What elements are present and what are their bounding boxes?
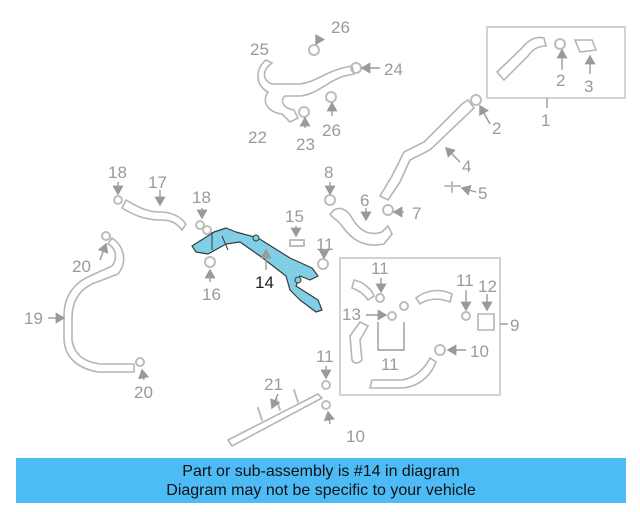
coolant-pipe-4 xyxy=(378,94,482,202)
valve-12-icon xyxy=(477,313,495,331)
callout-18[interactable]: 18 xyxy=(108,163,127,182)
clamp-icon xyxy=(195,220,205,230)
banner-line-part-number: Part or sub-assembly is #14 in diagram xyxy=(182,462,460,480)
clamp-icon xyxy=(325,91,337,103)
callout-24[interactable]: 24 xyxy=(384,60,403,79)
callout-18[interactable]: 18 xyxy=(192,188,211,207)
part-14-coolant-pipe-highlighted[interactable] xyxy=(191,227,323,313)
callout-20[interactable]: 20 xyxy=(134,383,153,402)
callout-4[interactable]: 4 xyxy=(462,157,471,176)
exploded-parts-diagram: 26 25 24 22 23 26 2 3 1 2 4 5 6 7 8 18 1… xyxy=(24,18,626,448)
clamp-icon xyxy=(324,194,336,206)
callout-15[interactable]: 15 xyxy=(285,207,304,226)
hose-6 xyxy=(324,194,394,246)
callout-8[interactable]: 8 xyxy=(324,163,333,182)
clamp-icon xyxy=(434,344,446,356)
clamp-icon xyxy=(135,357,145,367)
rail-21 xyxy=(226,380,331,448)
callout-2[interactable]: 2 xyxy=(556,71,565,90)
leader-lines xyxy=(48,33,596,425)
callout-17[interactable]: 17 xyxy=(148,173,167,192)
clamp-icon xyxy=(387,311,397,321)
clamp-icon xyxy=(113,195,123,205)
clamp-icon xyxy=(461,311,471,321)
clamp-icon xyxy=(317,258,329,270)
callout-21[interactable]: 21 xyxy=(264,375,283,394)
callout-22[interactable]: 22 xyxy=(248,128,267,147)
clamp-icon xyxy=(554,38,566,50)
hose-17 xyxy=(113,195,205,232)
clamp-icon xyxy=(382,204,394,216)
callout-labels: 26 25 24 22 23 26 2 3 1 2 4 5 6 7 8 18 1… xyxy=(24,18,593,446)
callout-10[interactable]: 10 xyxy=(470,342,489,361)
callout-11[interactable]: 11 xyxy=(456,271,474,290)
inset-9-hoses xyxy=(349,279,495,389)
callout-26[interactable]: 26 xyxy=(322,121,341,140)
bolt-15-icon xyxy=(289,239,305,247)
callout-10[interactable]: 10 xyxy=(346,427,365,446)
callout-19[interactable]: 19 xyxy=(24,309,43,328)
callout-3[interactable]: 3 xyxy=(584,77,593,96)
callout-2[interactable]: 2 xyxy=(492,119,501,138)
clamp-icon xyxy=(308,44,320,56)
callout-1[interactable]: 1 xyxy=(541,111,550,130)
inset-box-1 xyxy=(486,26,626,99)
inset-1-hose xyxy=(495,36,598,82)
callout-11[interactable]: 11 xyxy=(371,259,389,278)
inset-box-9 xyxy=(339,257,501,396)
upper-hose-assembly xyxy=(257,44,362,123)
clamp-icon xyxy=(321,380,331,390)
clamp-icon xyxy=(375,293,385,303)
callout-16[interactable]: 16 xyxy=(202,285,221,304)
callout-23[interactable]: 23 xyxy=(296,135,315,154)
callout-11[interactable]: 11 xyxy=(316,347,334,366)
callout-20[interactable]: 20 xyxy=(72,257,91,276)
callout-11[interactable]: 11 xyxy=(381,355,399,374)
clamp-icon xyxy=(470,94,482,106)
connector-icon xyxy=(573,39,598,53)
callout-13[interactable]: 13 xyxy=(342,305,361,324)
callout-9[interactable]: 9 xyxy=(510,316,519,335)
info-banner: Part or sub-assembly is #14 in diagram D… xyxy=(16,458,626,503)
hose-19 xyxy=(63,231,145,373)
clamp-icon xyxy=(101,231,111,241)
bolt-icon xyxy=(444,181,461,193)
callout-25[interactable]: 25 xyxy=(250,40,269,59)
callout-5[interactable]: 5 xyxy=(478,184,487,203)
banner-line-disclaimer: Diagram may not be specific to your vehi… xyxy=(166,481,476,499)
callout-26[interactable]: 26 xyxy=(331,18,350,37)
callout-7[interactable]: 7 xyxy=(412,204,421,223)
clamp-icon xyxy=(298,106,310,118)
clamp-icon xyxy=(399,301,409,311)
clamp-icon xyxy=(321,400,331,410)
nut-16-icon xyxy=(204,256,216,268)
callout-11[interactable]: 11 xyxy=(316,235,334,254)
callout-14-highlighted[interactable]: 14 xyxy=(255,273,274,292)
callout-12[interactable]: 12 xyxy=(478,277,497,296)
clamp-icon xyxy=(202,225,212,235)
callout-6[interactable]: 6 xyxy=(360,191,369,210)
